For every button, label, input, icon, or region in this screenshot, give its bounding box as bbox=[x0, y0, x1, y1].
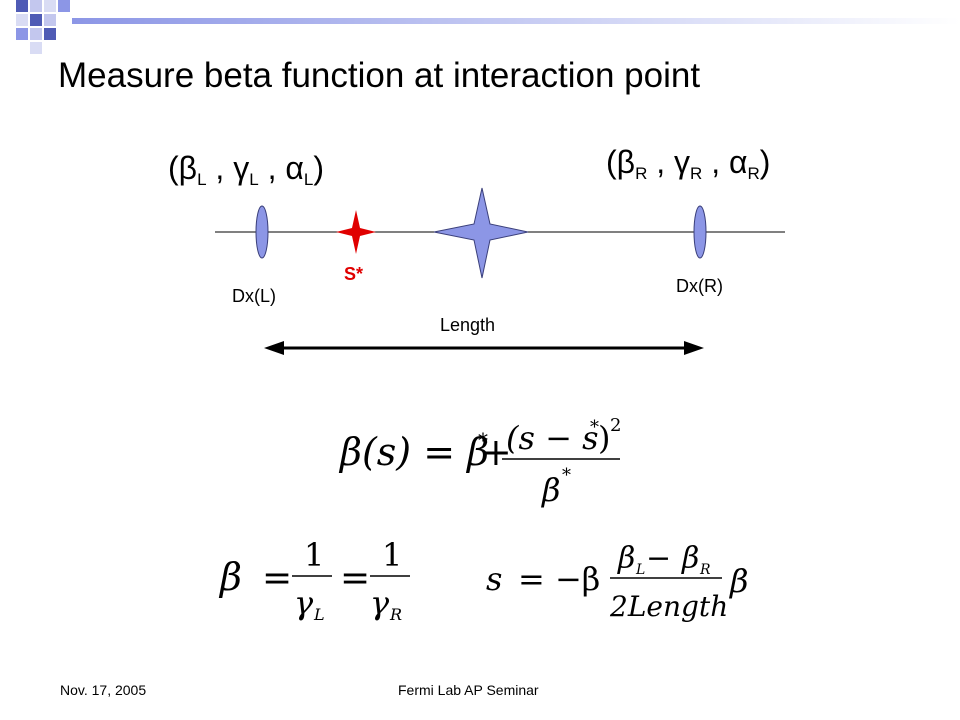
eq1-denominator: β bbox=[541, 471, 561, 509]
arrow-head-left bbox=[264, 341, 284, 355]
s-star-equation: s = −β β L − β R 2Length β bbox=[486, 541, 749, 623]
paren-close: ) bbox=[759, 144, 771, 180]
slide-title: Measure beta function at interaction poi… bbox=[58, 56, 701, 95]
eq2-gamma-left: γ bbox=[294, 584, 314, 622]
subscript: R bbox=[635, 164, 648, 183]
eq1-plus: + bbox=[480, 430, 512, 474]
deco-square bbox=[16, 0, 28, 12]
s-star-label: S* bbox=[344, 264, 364, 284]
eq2-equals-2: = bbox=[340, 558, 370, 599]
eq1-num-star: * bbox=[590, 417, 599, 438]
arrow-head-right bbox=[684, 341, 704, 355]
eq3-beta-l: β bbox=[617, 541, 635, 576]
deco-square bbox=[44, 0, 56, 12]
subscript: L bbox=[249, 170, 259, 189]
eq1-num-close: ) bbox=[598, 419, 610, 457]
deco-square bbox=[58, 0, 70, 12]
deco-square bbox=[44, 28, 56, 40]
eq3-s: s bbox=[486, 560, 502, 598]
eq3-denominator: 2Length bbox=[609, 590, 728, 623]
deco-square bbox=[30, 14, 42, 26]
gamma-symbol: γ bbox=[233, 150, 250, 186]
alpha-symbol: α bbox=[285, 150, 304, 186]
beta-star-equation: β = 1 γ L = 1 γ R bbox=[218, 536, 410, 624]
deco-square bbox=[16, 14, 28, 26]
length-label: Length bbox=[440, 315, 496, 335]
subscript: R bbox=[690, 164, 703, 183]
header-rule bbox=[72, 18, 960, 24]
s-star-marker bbox=[336, 210, 376, 254]
eq1-lhs: β(s) = β bbox=[338, 430, 489, 474]
left-twiss-params: (βL , γL , αL) bbox=[168, 150, 324, 189]
eq2-sub-r: R bbox=[389, 605, 402, 624]
eq3-sub-r: R bbox=[699, 562, 711, 578]
eq2-sub-l: L bbox=[313, 605, 325, 624]
eq3-minus-beta: = −β bbox=[518, 560, 600, 598]
beta-s-equation: β(s) = β * + (s − s * ) 2 β * bbox=[338, 415, 621, 509]
eq3-beta-r: β bbox=[681, 541, 699, 576]
eq2-beta: β bbox=[218, 555, 242, 599]
eq2-equals: = bbox=[262, 558, 292, 599]
eq2-one-left: 1 bbox=[304, 536, 324, 574]
deco-square bbox=[30, 0, 42, 12]
footer-title: Fermi Lab AP Seminar bbox=[398, 682, 539, 698]
dx-right-label: Dx(R) bbox=[676, 276, 723, 296]
eq3-sub-l: L bbox=[635, 562, 645, 578]
paren-close: ) bbox=[313, 150, 324, 186]
gamma-symbol: γ bbox=[674, 144, 691, 180]
deco-square bbox=[16, 28, 28, 40]
eq2-gamma-right: γ bbox=[370, 584, 390, 622]
alpha-symbol: α bbox=[728, 144, 748, 180]
beta-symbol: β bbox=[616, 144, 636, 180]
footer-date: Nov. 17, 2005 bbox=[60, 682, 147, 698]
eq1-numerator: (s − s bbox=[506, 419, 598, 457]
header-decoration bbox=[16, 0, 960, 54]
right-twiss-params: (βR , γR , αR) bbox=[606, 144, 771, 183]
eq1-star: * bbox=[478, 428, 488, 452]
detector-left bbox=[255, 205, 269, 259]
dx-left-label: Dx(L) bbox=[232, 286, 276, 306]
subscript: L bbox=[197, 170, 207, 189]
detector-right bbox=[693, 205, 707, 259]
subscript: L bbox=[303, 170, 314, 189]
eq2-one-right: 1 bbox=[382, 536, 402, 574]
beta-symbol: β bbox=[178, 150, 198, 186]
paren-open: ( bbox=[606, 144, 617, 180]
beamline-diagram bbox=[215, 187, 785, 355]
ip-star bbox=[433, 187, 529, 279]
deco-square bbox=[44, 14, 56, 26]
paren-open: ( bbox=[168, 150, 179, 186]
eq1-den-star: * bbox=[562, 465, 571, 486]
deco-square bbox=[30, 28, 42, 40]
eq3-tail-beta: β bbox=[729, 562, 749, 600]
eq1-square: 2 bbox=[610, 415, 621, 436]
eq3-minus: − bbox=[646, 541, 671, 576]
deco-square bbox=[30, 42, 42, 54]
subscript: R bbox=[747, 164, 760, 183]
